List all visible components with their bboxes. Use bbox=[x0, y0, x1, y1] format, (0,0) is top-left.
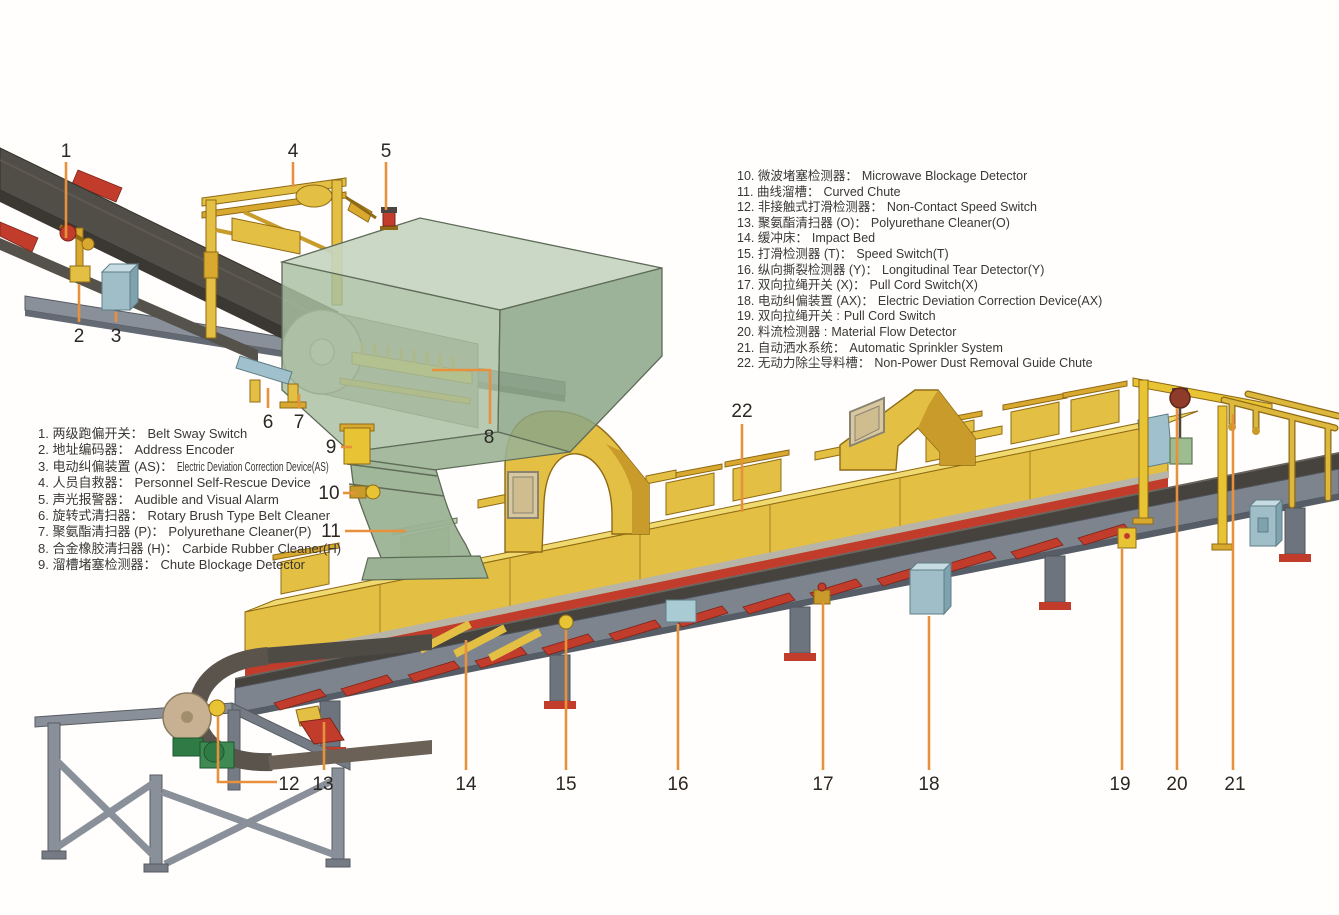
callout-number-12: 12 bbox=[278, 774, 299, 795]
pull-cord-switch bbox=[1117, 527, 1137, 549]
skirt-rubber-strip bbox=[245, 478, 1168, 676]
legend-item: 3. 电动纠偏装置 (AS)：Electric Deviation Correc… bbox=[38, 458, 329, 474]
legend-item: 7. 聚氨酯清扫器 (P)：Polyurethane Cleaner(P) bbox=[38, 524, 312, 540]
legend-item: 11. 曲线溜槽：Curved Chute bbox=[737, 184, 901, 199]
legend-item: 16. 纵向撕裂检测器 (Y)：Longitudinal Tear Detect… bbox=[737, 262, 1045, 277]
callout-number-17: 17 bbox=[812, 774, 833, 795]
pull-cord-switch-x bbox=[813, 582, 831, 605]
legend-item: 20. 料流检测器 :Material Flow Detector bbox=[737, 324, 957, 339]
legend-item: 10. 微波堵塞检测器：Microwave Blockage Detector bbox=[737, 169, 1028, 183]
legend-item: 17. 双向拉绳开关 (X)：Pull Cord Switch(X) bbox=[737, 278, 978, 293]
legend-item: 19. 双向拉绳开关 :Pull Cord Switch bbox=[737, 309, 936, 324]
idler-red bbox=[0, 221, 39, 253]
callout-number-9: 9 bbox=[326, 437, 337, 458]
callout-number-5: 5 bbox=[381, 141, 392, 162]
microwave-blockage-detector bbox=[349, 484, 381, 500]
callout-number-4: 4 bbox=[288, 141, 299, 162]
cleaner-bracket bbox=[249, 379, 261, 403]
upstream-belt-side bbox=[0, 190, 338, 366]
callout-number-18: 18 bbox=[918, 774, 939, 795]
arch-hood-aframe bbox=[814, 389, 1003, 471]
material-flow-detector bbox=[1169, 387, 1193, 465]
callout-numbers: 1 2 3 4 5 6 7 8 9 10 11 12 13 14 15 16 1… bbox=[61, 141, 1246, 795]
address-encoder bbox=[69, 265, 91, 283]
callout-number-21: 21 bbox=[1224, 774, 1245, 795]
belt-return-run bbox=[268, 740, 432, 770]
belt-edge-line bbox=[0, 159, 331, 323]
pulley-shaft bbox=[181, 711, 193, 723]
legend-item: 2. 地址编码器：Address Encoder bbox=[38, 442, 235, 458]
callout-number-6: 6 bbox=[263, 412, 274, 433]
callout-number-8: 8 bbox=[484, 427, 495, 448]
callout-number-13: 13 bbox=[312, 774, 333, 795]
legend-item: 4. 人员自救器：Personnel Self-Rescue Device bbox=[38, 475, 311, 491]
callout-number-2: 2 bbox=[74, 326, 85, 347]
motor-hub bbox=[203, 741, 225, 763]
legend-item: 6. 旋转式清扫器：Rotary Brush Type Belt Cleaner bbox=[38, 508, 331, 524]
callout-number-15: 15 bbox=[555, 774, 576, 795]
legend-item: 13. 聚氨酯清扫器 (O)：Polyurethane Cleaner(O) bbox=[737, 215, 1010, 230]
troughing-idlers bbox=[273, 523, 1131, 711]
legend-item: 5. 声光报警器：Audible and Visual Alarm bbox=[38, 491, 279, 507]
chute-skirt bbox=[361, 555, 489, 581]
legend-item: 1. 两级跑偏开关：Belt Sway Switch bbox=[38, 426, 248, 441]
callout-number-19: 19 bbox=[1109, 774, 1130, 795]
callout-number-22: 22 bbox=[731, 401, 752, 422]
electric-deviation-correction-ax bbox=[908, 561, 953, 616]
callout-lines bbox=[64, 162, 1235, 784]
gantry-frame bbox=[201, 177, 347, 339]
callout-number-14: 14 bbox=[455, 774, 477, 795]
skirt-clamp-strip bbox=[245, 471, 1168, 667]
callout-number-3: 3 bbox=[111, 326, 122, 347]
callout-number-20: 20 bbox=[1166, 774, 1187, 795]
callout-number-16: 16 bbox=[667, 774, 688, 795]
audible-visual-alarm bbox=[380, 207, 398, 230]
legend-items-1-9: 1. 两级跑偏开关：Belt Sway Switch 2. 地址编码器：Addr… bbox=[38, 426, 410, 574]
gantry-drum bbox=[295, 184, 333, 208]
chute-right-face bbox=[497, 267, 663, 453]
callout-number-11: 11 bbox=[321, 521, 341, 542]
callout-number-1: 1 bbox=[61, 141, 72, 162]
belt-top-run bbox=[262, 634, 432, 664]
belt-sway-switch-2 bbox=[343, 194, 377, 223]
head-chute-assembly bbox=[235, 207, 663, 581]
legend-item: 14. 缓冲床：Impact Bed bbox=[737, 231, 876, 246]
callout-line-12 bbox=[216, 716, 277, 784]
non-contact-speed-switch bbox=[208, 699, 226, 717]
idler-red bbox=[71, 169, 123, 203]
legend-item: 21. 自动洒水系统：Automatic Sprinkler System bbox=[737, 340, 1003, 355]
legend-item: 18. 电动纠偏装置 (AX)：Electric Deviation Corre… bbox=[737, 293, 1103, 308]
curved-chute bbox=[346, 457, 489, 581]
pillow-block bbox=[172, 737, 204, 757]
legend-item: 12. 非接触式打滑检测器：Non-Contact Speed Switch bbox=[737, 200, 1037, 215]
personnel-self-rescue-device bbox=[231, 217, 301, 255]
belt-sway-switch bbox=[58, 224, 95, 269]
electric-deviation-correction-as bbox=[100, 262, 140, 312]
legend-items-10-22: 10. 微波堵塞检测器：Microwave Blockage Detector … bbox=[737, 169, 1102, 372]
legend-item: 15. 打滑检测器 (T)：Speed Switch(T) bbox=[737, 246, 949, 261]
speed-switch-t bbox=[558, 614, 574, 630]
electrical-box bbox=[1248, 498, 1284, 548]
callout-number-7: 7 bbox=[294, 412, 305, 433]
legend-item: 8. 合金橡胶清扫器 (H)：Carbide Rubber Cleaner(H) bbox=[38, 540, 342, 556]
stringer-flange bbox=[235, 494, 1339, 719]
legend-item: 9. 溜槽堵塞检测器：Chute Blockage Detector bbox=[38, 557, 306, 573]
legend-item: 22. 无动力除尘导料槽：Non-Power Dust Removal Guid… bbox=[737, 356, 1093, 371]
longitudinal-tear-detector-y bbox=[665, 599, 697, 623]
polyurethane-cleaner-o bbox=[295, 705, 345, 745]
callout-number-10: 10 bbox=[318, 483, 339, 504]
callout-line-8 bbox=[432, 368, 492, 424]
